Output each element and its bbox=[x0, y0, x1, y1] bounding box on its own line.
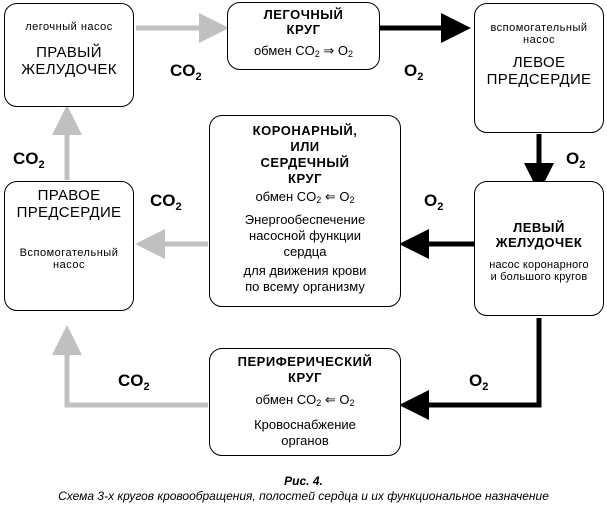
coronary-desc-1: Энергообеспечение bbox=[244, 212, 366, 227]
pulmonary-exchange: обмен CO2 ⇒ O2 bbox=[253, 43, 354, 59]
left-atrium-sub-2: насос bbox=[523, 34, 555, 46]
co2-label-pulmonary: CO2 bbox=[170, 61, 202, 83]
left-atrium-title-1: ЛЕВОЕ bbox=[512, 54, 566, 71]
peripheral-title-2: КРУГ bbox=[288, 370, 322, 385]
peripheral-title-1: ПЕРИФЕРИЧЕСКИЙ bbox=[237, 354, 373, 369]
right-ventricle-title-1: ПРАВЫЙ bbox=[36, 44, 102, 61]
right-ventricle-box: легочный насос ПРАВЫЙ ЖЕЛУДОЧЕК bbox=[4, 3, 134, 107]
left-atrium-box: вспомогательный насос ЛЕВОЕ ПРЕДСЕРДИЕ bbox=[474, 3, 604, 133]
co2-label-peripheral: CO2 bbox=[118, 371, 150, 393]
peripheral-exchange: обмен CO2 ⇐ O2 bbox=[255, 392, 355, 408]
right-ventricle-sub: легочный насос bbox=[25, 21, 113, 33]
arrow-peripheral-to-ra bbox=[52, 325, 208, 408]
o2-label-pulmonary: O2 bbox=[404, 61, 424, 83]
right-atrium-title-2: ПРЕДСЕРДИЕ bbox=[16, 204, 122, 221]
right-atrium-title-1: ПРАВОЕ bbox=[37, 187, 101, 204]
left-ventricle-sub-2: и большого кругов bbox=[490, 271, 588, 283]
left-ventricle-sub-1: насос коронарного bbox=[489, 259, 589, 271]
right-atrium-sub-2: насос bbox=[53, 259, 85, 271]
coronary-exchange: обмен CO2 ⇐ O2 bbox=[255, 189, 355, 205]
coronary-title-1: КОРОНАРНЫЙ, bbox=[252, 123, 358, 138]
left-ventricle-box: ЛЕВЫЙ ЖЕЛУДОЧЕК насос коронарного и боль… bbox=[474, 181, 604, 316]
coronary-desc-2: насосной функции bbox=[249, 228, 361, 243]
co2-label-ra-rv: CO2 bbox=[13, 149, 45, 171]
left-ventricle-title-2: ЖЕЛУДОЧЕК bbox=[495, 235, 583, 250]
coronary-desc-4: для движения крови bbox=[243, 263, 367, 278]
o2-label-la-lv: O2 bbox=[566, 149, 586, 171]
left-atrium-title-2: ПРЕДСЕРДИЕ bbox=[486, 71, 592, 88]
figure-caption-text: Схема 3-х кругов кровообращения, полосте… bbox=[58, 489, 549, 503]
coronary-title-2: ИЛИ bbox=[290, 139, 320, 154]
o2-label-coronary: O2 bbox=[424, 191, 444, 213]
peripheral-circle-box: ПЕРИФЕРИЧЕСКИЙ КРУГ обмен CO2 ⇐ O2 Крово… bbox=[209, 348, 401, 456]
peripheral-desc-1: Кровоснабжение bbox=[254, 417, 356, 432]
right-atrium-box: ПРАВОЕ ПРЕДСЕРДИЕ Вспомогательный насос bbox=[4, 181, 134, 311]
co2-label-coronary: CO2 bbox=[150, 191, 182, 213]
left-ventricle-title-1: ЛЕВЫЙ bbox=[513, 220, 565, 235]
arrow-lv-to-peripheral bbox=[399, 318, 542, 420]
figure-caption-title: Рис. 4. bbox=[284, 474, 323, 488]
left-atrium-sub-1: вспомогательный bbox=[490, 22, 588, 34]
coronary-title-3: СЕРДЕЧНЫЙ bbox=[260, 155, 350, 170]
pulmonary-circle-box: ЛЕГОЧНЫЙ КРУГ обмен CO2 ⇒ O2 bbox=[227, 2, 380, 70]
right-atrium-sub-1: Вспомогательный bbox=[19, 247, 119, 259]
o2-label-peripheral: O2 bbox=[469, 371, 489, 393]
coronary-desc-3: сердца bbox=[283, 244, 327, 259]
coronary-desc-5: по всему организму bbox=[245, 279, 365, 294]
pulmonary-title-2: КРУГ bbox=[286, 22, 321, 37]
coronary-circle-box: КОРОНАРНЫЙ, ИЛИ СЕРДЕЧНЫЙ КРУГ обмен CO2… bbox=[209, 115, 401, 307]
right-ventricle-title-2: ЖЕЛУДОЧЕК bbox=[21, 61, 117, 78]
peripheral-desc-2: органов bbox=[281, 433, 329, 448]
pulmonary-title-1: ЛЕГОЧНЫЙ bbox=[263, 7, 344, 22]
coronary-title-4: КРУГ bbox=[288, 171, 322, 186]
